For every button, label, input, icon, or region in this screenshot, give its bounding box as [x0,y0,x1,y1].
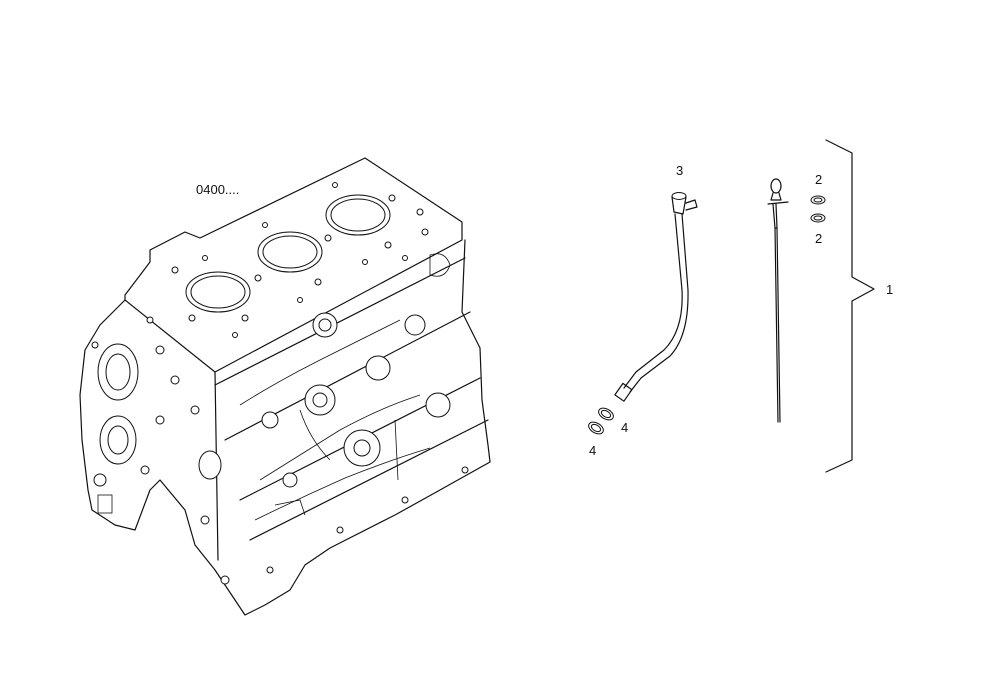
callout-seal-right: 4 [621,420,628,435]
group-reference-label: 0400.... [196,182,239,197]
dipstick-drawing [767,178,789,423]
callout-o-ring-upper: 2 [815,172,822,187]
callout-o-ring-lower: 2 [815,231,822,246]
callout-assembly: 1 [886,282,893,297]
callout-seal-left: 4 [589,443,596,458]
o-ring-pair-drawing [810,195,826,223]
assembly-bracket [825,139,875,473]
callout-tube: 3 [676,163,683,178]
seal-pair-drawing [588,407,614,435]
engine-block-drawing [79,157,491,616]
dipstick-tube-drawing [614,192,698,402]
